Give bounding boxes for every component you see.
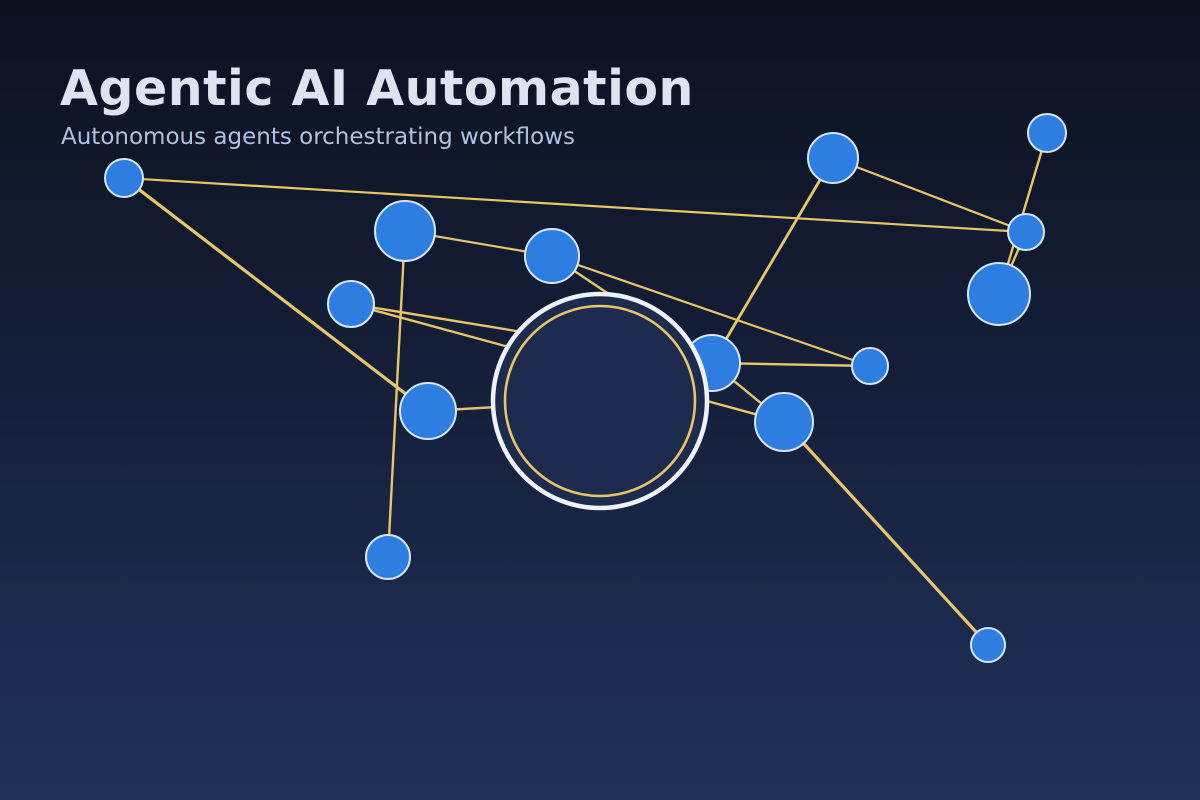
edge-n10-n7	[710, 157, 835, 364]
agent-node-n5	[399, 382, 457, 440]
agent-node-n11	[1027, 113, 1067, 153]
edge-n1-n5	[123, 176, 429, 413]
agent-node-n8	[851, 347, 889, 385]
edge-n9-n14	[782, 420, 990, 647]
agent-node-n9	[754, 392, 814, 452]
agent-node-n6	[365, 534, 411, 580]
edge-n10-n12	[832, 156, 1027, 234]
hub-node-gold-ring	[503, 304, 697, 498]
edge-n3-n8	[551, 254, 871, 368]
agent-node-n3	[524, 228, 580, 284]
edge-n1-n12	[123, 176, 1027, 234]
agent-node-n13	[967, 262, 1031, 326]
agent-node-n14	[970, 627, 1006, 663]
agent-node-n10	[807, 132, 859, 184]
agent-node-n12	[1007, 213, 1045, 251]
edge-n2-n6	[386, 230, 407, 558]
agent-node-n1	[104, 158, 144, 198]
agent-node-n4	[327, 280, 375, 328]
hub-node-outer-ring	[490, 291, 710, 511]
agent-node-n2	[374, 200, 436, 262]
